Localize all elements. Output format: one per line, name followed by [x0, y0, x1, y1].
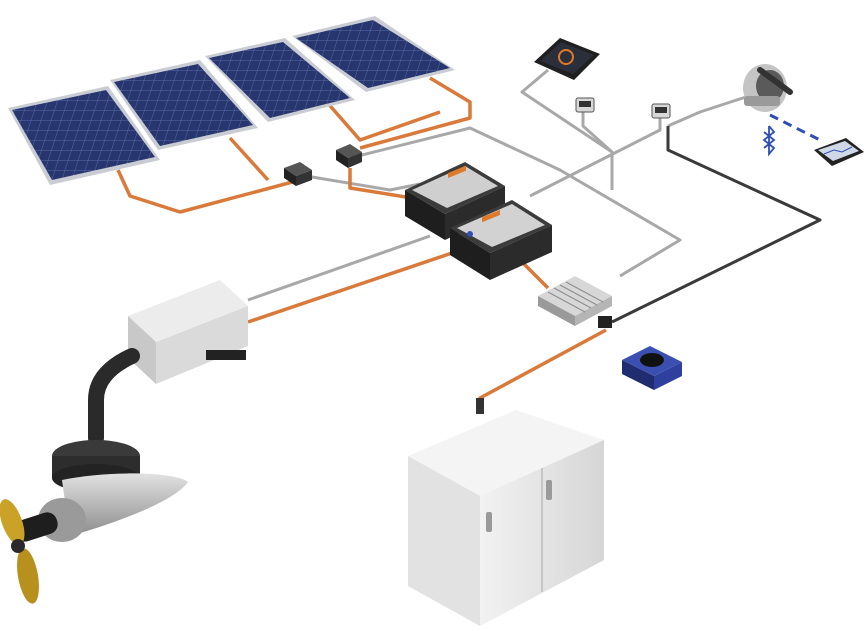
throttle [743, 64, 793, 112]
motor-cable-conduit [88, 348, 140, 446]
motor-box-icon [206, 350, 246, 360]
cabinet-handle-2 [546, 480, 552, 500]
propeller [0, 499, 39, 604]
bluetooth-link [762, 113, 821, 157]
solar-panel-2 [110, 60, 258, 150]
junction-box-icon [336, 144, 362, 168]
power-cable-controller-motor [247, 250, 456, 324]
data-cable-connector-a [581, 112, 614, 154]
power-cable-panel3 [323, 98, 441, 142]
controller-icon [482, 209, 500, 223]
data-cable-motor [247, 234, 431, 302]
tablet-icon [823, 146, 853, 155]
data-cable-display [520, 68, 614, 190]
cabinet-handle-1 [486, 512, 492, 532]
charger-heatsink-icon [547, 281, 604, 313]
motor-junction-box [128, 280, 248, 384]
network-connector-a [575, 97, 595, 113]
throttle-icon [757, 67, 793, 95]
solar-panel-4 [292, 16, 455, 92]
motor-controller-1 [405, 162, 505, 240]
cable-gland [598, 316, 612, 328]
power-cable-panel4 [359, 76, 472, 150]
battery-cabinet-icon [476, 398, 484, 414]
battery-pack [408, 398, 604, 626]
solar-panel-1 [8, 86, 160, 185]
tablet [814, 138, 864, 166]
display-gauge-icon [558, 49, 574, 65]
connector-icon [655, 107, 667, 113]
network-connector-b [651, 103, 671, 119]
data-cable-connector-b [529, 118, 662, 198]
power-cable-panel2 [228, 136, 270, 182]
data-cable-dark [611, 126, 822, 324]
controller-icon [448, 165, 466, 178]
propeller-icon [0, 499, 25, 545]
shore-power-inlet [622, 346, 682, 390]
junction-box-icon [284, 162, 312, 186]
shore-power-icon [640, 353, 664, 367]
solar-panel-array [8, 16, 455, 185]
outboard-pod-motor [14, 348, 188, 542]
data-cable-throttle [667, 93, 753, 128]
power-cable-panel1 [116, 169, 301, 214]
data-cable-panels-controller [349, 126, 682, 278]
data-cables [247, 68, 753, 302]
motor-controller-2 [450, 200, 552, 280]
control-display [534, 38, 600, 80]
bluetooth-icon [762, 125, 776, 157]
connector-icon [579, 101, 591, 107]
solar-junction-boxes [284, 144, 362, 186]
power-cable-inlet [478, 328, 607, 412]
charger [538, 276, 612, 328]
power-cable-controller-charger [520, 260, 550, 290]
data-cable-junction [299, 173, 421, 192]
power-cable-junction-controller [348, 168, 413, 200]
solar-panel-3 [205, 38, 355, 122]
